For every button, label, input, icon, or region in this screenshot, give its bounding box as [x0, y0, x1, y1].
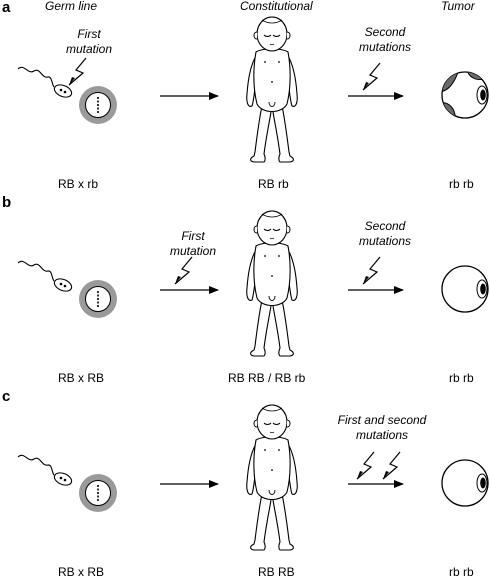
tumor-eye	[441, 459, 489, 507]
constitutional-genotype-label: RB RB	[258, 565, 295, 579]
panel-letter: c	[2, 388, 11, 405]
lightning-bolt-icon	[382, 451, 401, 480]
right-mutation-label: First and second mutations	[337, 413, 427, 442]
tumor-genotype-label: rb rb	[449, 177, 474, 191]
egg	[78, 279, 118, 319]
lightning-bolt-icon	[174, 256, 193, 285]
header-constitutional: Constitutional	[240, 0, 313, 13]
germ-genotype-label: RB x RB	[58, 371, 105, 385]
lightning-bolt-icon	[362, 62, 381, 91]
baby-figure	[246, 404, 298, 551]
header-tumor: Tumor	[441, 0, 475, 13]
lightning-bolt-icon	[362, 256, 381, 285]
sperm	[17, 454, 74, 489]
baby-figure	[246, 16, 298, 163]
sperm	[17, 260, 74, 295]
egg	[78, 473, 118, 513]
panel-letter: b	[2, 194, 12, 211]
tumor-eye	[441, 265, 489, 313]
germ-genotype-label: RB x rb	[58, 177, 99, 191]
tumor-genotype-label: rb rb	[449, 371, 474, 385]
constitutional-genotype-label: RB rb	[258, 177, 289, 191]
right-mutation-label: Second mutations	[358, 25, 412, 54]
middle-mutation-label: First mutation	[169, 229, 217, 258]
right-mutation-label: Second mutations	[358, 219, 412, 248]
tumor-eye	[441, 71, 489, 119]
sperm	[17, 66, 74, 101]
lightning-bolt-icon	[356, 451, 375, 480]
lightning-bolt-icon	[68, 57, 87, 86]
germ-mutation-label: First mutation	[65, 27, 113, 56]
baby-figure	[246, 210, 298, 357]
panel-letter: a	[2, 0, 11, 16]
germ-genotype-label: RB x RB	[58, 565, 105, 579]
header-germ-line: Germ line	[45, 0, 98, 13]
constitutional-genotype-label: RB RB / RB rb	[228, 371, 306, 385]
tumor-genotype-label: rb rb	[449, 565, 474, 579]
egg	[78, 85, 118, 125]
